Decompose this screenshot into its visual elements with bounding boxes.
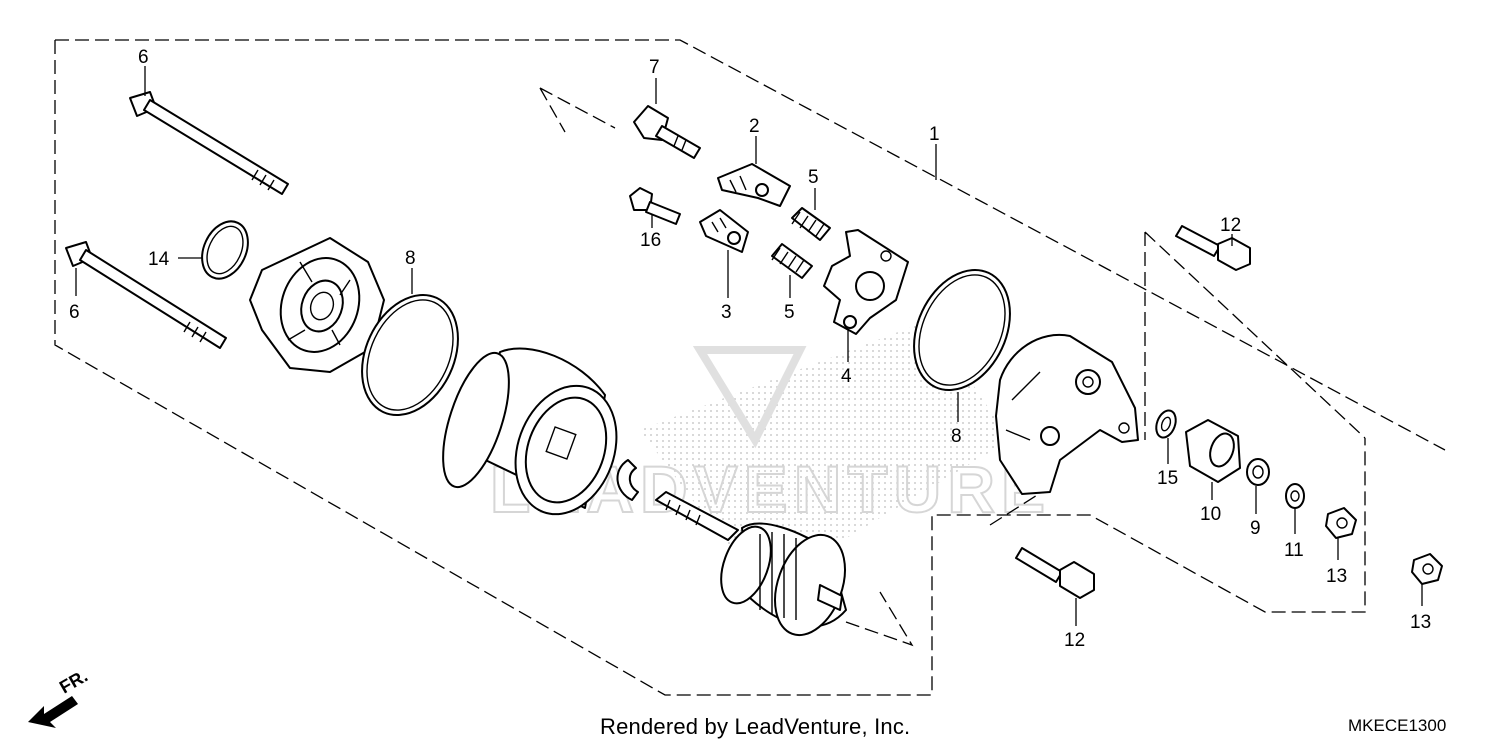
washer-15 bbox=[1155, 409, 1177, 439]
label-13-a: 13 bbox=[1326, 566, 1347, 587]
bolt-12-upper bbox=[1175, 225, 1251, 271]
render-credit: Rendered by LeadVenture, Inc. bbox=[600, 714, 911, 739]
callout-labels: 6 6 14 8 7 2 5 16 3 5 4 1 8 12 15 10 9 1… bbox=[69, 47, 1431, 651]
front-direction-arrow-icon: FR. bbox=[28, 666, 91, 728]
bolt-12-lower bbox=[1015, 547, 1095, 599]
o-ring-8-left bbox=[361, 293, 459, 417]
brush-2 bbox=[717, 163, 791, 207]
label-3: 3 bbox=[721, 302, 732, 323]
label-5-upper: 5 bbox=[808, 167, 819, 188]
diagram-code: MKECE1300 bbox=[1348, 716, 1447, 735]
label-16: 16 bbox=[640, 230, 661, 251]
nut-10 bbox=[1185, 419, 1241, 483]
nut-13-b bbox=[1411, 553, 1443, 585]
label-12-upper: 12 bbox=[1220, 215, 1241, 236]
label-1: 1 bbox=[929, 124, 940, 145]
o-ring-14 bbox=[201, 220, 249, 280]
label-15: 15 bbox=[1157, 468, 1178, 489]
label-14: 14 bbox=[148, 249, 170, 270]
direction-label: FR. bbox=[56, 666, 91, 698]
label-2: 2 bbox=[749, 116, 760, 137]
armature bbox=[655, 491, 847, 637]
washer-11 bbox=[1285, 483, 1305, 509]
nut-13-a bbox=[1325, 507, 1357, 539]
rear-cover bbox=[995, 333, 1139, 495]
label-4: 4 bbox=[841, 366, 852, 387]
label-8-right: 8 bbox=[951, 426, 962, 447]
label-6-bottom: 6 bbox=[69, 302, 80, 323]
label-11: 11 bbox=[1284, 540, 1304, 561]
brush-plate bbox=[823, 229, 909, 335]
label-12-lower: 12 bbox=[1064, 630, 1085, 651]
label-10: 10 bbox=[1200, 504, 1221, 525]
spring-5-upper bbox=[791, 207, 831, 241]
spring-5-lower bbox=[771, 243, 813, 279]
yoke-housing bbox=[442, 347, 618, 516]
label-7: 7 bbox=[649, 57, 660, 78]
label-13-b: 13 bbox=[1410, 612, 1431, 633]
collar-9 bbox=[1246, 458, 1270, 486]
label-5-lower: 5 bbox=[784, 302, 795, 323]
circlip bbox=[616, 459, 639, 501]
front-cover bbox=[249, 237, 385, 373]
long-bolt-lower bbox=[65, 241, 227, 349]
long-bolt-upper bbox=[129, 91, 289, 195]
terminal-bolt bbox=[633, 105, 701, 159]
o-ring-8-right bbox=[913, 268, 1011, 392]
label-8-left: 8 bbox=[405, 248, 416, 269]
assembly-boundary bbox=[54, 39, 1446, 696]
label-9: 9 bbox=[1250, 518, 1261, 539]
label-6-top: 6 bbox=[138, 47, 149, 68]
brush-3 bbox=[699, 209, 749, 253]
bolt-16 bbox=[629, 187, 681, 225]
leader-lines bbox=[75, 66, 1423, 626]
